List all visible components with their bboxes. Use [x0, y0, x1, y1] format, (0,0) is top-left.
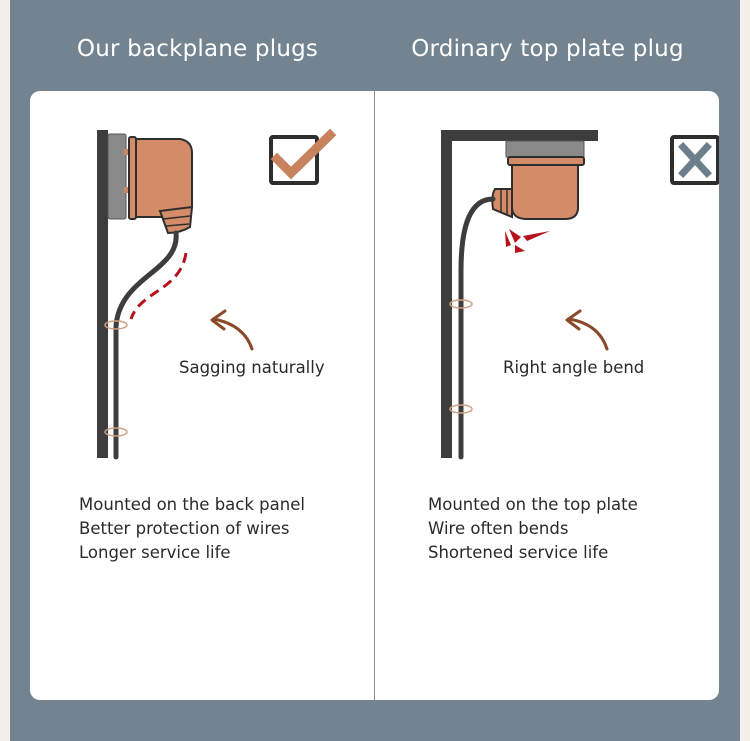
check-icon [269, 128, 337, 185]
plug-mount-base [107, 133, 127, 220]
left-description: Mounted on the back panel Better protect… [79, 493, 305, 565]
cable [458, 196, 496, 460]
backplane-plug-illustration [97, 128, 337, 460]
cable [113, 230, 179, 460]
right-column-title: Ordinary top plate plug [411, 36, 684, 62]
top-plate-plug-illustration [441, 130, 719, 460]
plug-flange [128, 136, 137, 220]
cross-icon [670, 135, 719, 185]
side-wall [441, 130, 452, 458]
bend-warning-icon [505, 229, 550, 253]
column-divider [374, 91, 375, 700]
plug-mount-base [505, 140, 585, 158]
curved-arrow-icon [212, 317, 254, 351]
plug-flange [507, 156, 585, 166]
left-description-line: Longer service life [79, 543, 231, 562]
right-description-line: Mounted on the top plate [428, 495, 638, 514]
curved-arrow-icon [567, 317, 609, 351]
plug-body [511, 164, 579, 220]
left-column-title: Our backplane plugs [76, 36, 319, 62]
plug-body [130, 138, 193, 218]
left-description-line: Mounted on the back panel [79, 495, 305, 514]
cable-clip [449, 299, 473, 309]
cable-clip [104, 320, 128, 330]
strain-relief [158, 205, 194, 235]
strain-relief [491, 188, 513, 219]
right-caption: Right angle bend [503, 358, 645, 377]
back-panel-wall [97, 130, 108, 458]
cable-clip [104, 427, 128, 437]
left-description-line: Better protection of wires [79, 519, 290, 538]
cable-clip [449, 404, 473, 414]
top-plate [441, 130, 598, 141]
right-description-line: Shortened service life [428, 543, 609, 562]
right-description: Mounted on the top plate Wire often bend… [428, 493, 638, 565]
comparison-card: Sagging naturally Right angle bend Mount… [30, 91, 719, 700]
left-caption: Sagging naturally [179, 358, 325, 377]
right-description-line: Wire often bends [428, 519, 569, 538]
